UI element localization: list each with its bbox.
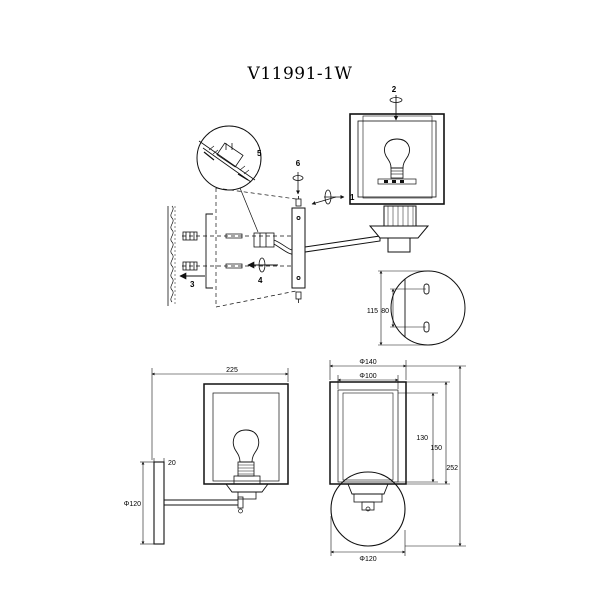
dim-mount-height: 115 xyxy=(367,308,378,315)
step-5-label: 5 xyxy=(257,149,262,158)
model-title: V11991-1W xyxy=(247,64,353,84)
dim-shade-inner-dia: Φ100 xyxy=(359,373,376,380)
lamp-arm xyxy=(304,205,430,253)
svg-text:4: 4 xyxy=(258,276,263,285)
side-elevation xyxy=(153,383,289,545)
terminal-detail-magnifier xyxy=(196,125,262,233)
front-elevation xyxy=(329,381,407,547)
side-elevation-dims xyxy=(140,368,289,545)
dim-shade-outer-dia: Φ140 xyxy=(359,359,376,366)
backplate xyxy=(291,207,306,289)
front-elevation-dims xyxy=(329,360,466,556)
step-2-marker: 2 xyxy=(389,85,403,121)
svg-text:2: 2 xyxy=(392,85,397,94)
dim-backplate-depth: 20 xyxy=(168,460,176,467)
dim-backplate-dia: Φ120 xyxy=(124,501,141,508)
exploded-frame xyxy=(182,187,298,308)
cap-screws xyxy=(295,196,302,303)
svg-text:6: 6 xyxy=(296,159,301,168)
shade-with-bulb-view xyxy=(349,113,445,205)
dim-shade-inner-height: 130 xyxy=(416,435,428,442)
mounting-bracket xyxy=(205,213,213,289)
svg-text:1: 1 xyxy=(350,193,355,202)
mounting-plate-dims xyxy=(378,270,430,346)
dim-base-dia: Φ120 xyxy=(359,556,376,563)
wall-surface xyxy=(167,205,176,306)
step-3-marker: 3 xyxy=(179,272,205,289)
dim-hole-spacing: 80 xyxy=(381,308,389,315)
step-6-marker: 6 xyxy=(292,159,304,195)
dim-shade-outer-height: 150 xyxy=(430,445,442,452)
step-4-marker: 4 xyxy=(247,257,278,285)
svg-text:3: 3 xyxy=(190,280,195,289)
dim-projection: 225 xyxy=(226,367,238,374)
wall-anchors xyxy=(182,231,243,271)
step-1-marker: 1 xyxy=(311,189,355,205)
dim-total-height: 252 xyxy=(446,465,458,472)
mounting-plate-detail xyxy=(390,270,466,346)
